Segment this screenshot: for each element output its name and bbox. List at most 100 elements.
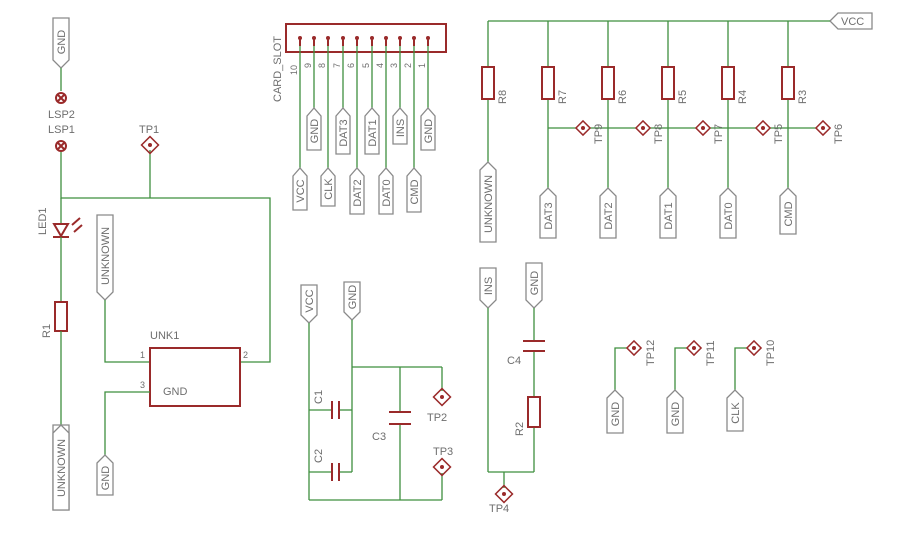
tp2-label: TP2 xyxy=(427,412,447,424)
unk1-chip: UNK1 1 2 3 GND xyxy=(140,330,248,407)
unk1-pin2: 2 xyxy=(243,350,248,360)
card-lower-labels: VCC CLK DAT2 DAT0 CMD xyxy=(292,167,422,215)
clk-label-tp10-text: CLK xyxy=(730,402,742,424)
gnd-label-unk xyxy=(96,454,114,496)
tp11-testpoint: TP11 xyxy=(685,339,717,366)
dat3-label-card-text: DAT3 xyxy=(338,119,350,146)
ins-label-card-text: INS xyxy=(395,119,407,137)
ins-label-card xyxy=(392,107,408,145)
dat1-label-bank xyxy=(659,187,677,239)
tp5-label: TP5 xyxy=(773,124,785,144)
cmd-label-bank-text: CMD xyxy=(783,201,795,226)
gnd-label-card-1-text: GND xyxy=(423,119,435,144)
led1: LED1 xyxy=(37,198,83,302)
tp1-testpoint: TP1 xyxy=(139,124,160,155)
ins-label-c4-text: INS xyxy=(483,277,495,295)
r7-label: R7 xyxy=(557,90,569,104)
r2-label: R2 xyxy=(514,422,526,436)
tp3-label: TP3 xyxy=(433,446,453,458)
gnd-label-top xyxy=(52,17,70,69)
card-slot-label: CARD_SLOT xyxy=(272,36,284,102)
dat3-label-card xyxy=(335,107,351,155)
tp10-label: TP10 xyxy=(765,340,777,366)
clk-label-tp10 xyxy=(726,389,744,432)
bank-labels: UNKNOWN DAT3 DAT2 DAT1 DAT0 CMD xyxy=(479,161,797,243)
vcc-label-cap xyxy=(300,284,318,324)
gnd-label-c4-text: GND xyxy=(529,271,541,296)
unknown-label-r8 xyxy=(479,161,497,243)
gnd-label-tp11 xyxy=(666,389,684,434)
tp9-label: TP9 xyxy=(593,124,605,144)
dat2-label-bank xyxy=(599,187,617,239)
dat1-label-card-text: DAT1 xyxy=(367,119,379,146)
tp9-testpoint: TP9 xyxy=(574,119,605,144)
r1-label: R1 xyxy=(41,324,53,338)
c1-capacitor: C1 xyxy=(313,390,340,419)
gnd-label-tp12 xyxy=(606,389,624,434)
led1-label: LED1 xyxy=(37,207,49,235)
dat2-label-card-text: DAT2 xyxy=(352,179,364,206)
r8-label: R8 xyxy=(497,90,509,104)
cmd-label-bank xyxy=(779,187,797,235)
dat0-label-card xyxy=(378,167,394,215)
unk1-pin1: 1 xyxy=(140,350,145,360)
vcc-label-card-text: VCC xyxy=(295,179,307,202)
unknown-label-unk-text: UNKNOWN xyxy=(100,227,112,285)
clk-label-card xyxy=(320,167,336,207)
c1-label: C1 xyxy=(313,390,325,404)
r6-resistor: R6 xyxy=(601,66,629,104)
unknown-label-left-text: UNKNOWN xyxy=(56,439,68,497)
tp1-label: TP1 xyxy=(139,124,159,136)
r2-resistor: R2 xyxy=(514,396,541,436)
r3-label: R3 xyxy=(797,90,809,104)
unknown-label-r8-text: UNKNOWN xyxy=(483,175,495,233)
tp6-testpoint: TP6 xyxy=(814,119,845,144)
card-pin-7: 7 xyxy=(332,63,342,68)
c2-label: C2 xyxy=(313,449,325,463)
r1-resistor: R1 xyxy=(41,301,68,425)
card-pin-10: 10 xyxy=(289,65,299,75)
r4-label: R4 xyxy=(737,90,749,104)
dat1-label-card xyxy=(364,107,380,155)
vcc-label-cap-text: VCC xyxy=(304,289,316,312)
dat2-label-bank-text: DAT2 xyxy=(603,202,615,229)
tp6-label: TP6 xyxy=(833,124,845,144)
cmd-label-card-text: CMD xyxy=(409,179,421,204)
cmd-label-card xyxy=(406,167,422,213)
gnd-label-unk-text: GND xyxy=(100,466,112,491)
lsp1-symbol xyxy=(55,140,67,152)
tp12-label: TP12 xyxy=(645,340,657,366)
c2-capacitor: C2 xyxy=(313,449,340,481)
lsp-section: GND LSP2 LSP1 xyxy=(48,17,271,363)
tp7-testpoint: TP7 xyxy=(694,119,725,144)
dat0-label-bank-text: DAT0 xyxy=(723,202,735,229)
c4-label: C4 xyxy=(507,355,521,367)
card-pin-5: 5 xyxy=(361,63,371,68)
card-upper-labels: GND DAT3 DAT1 INS GND xyxy=(306,107,436,155)
ins-label-c4 xyxy=(479,267,497,309)
card-pin-3: 3 xyxy=(389,63,399,68)
gnd-label-c4 xyxy=(525,262,543,309)
card-pin-6: 6 xyxy=(346,63,356,68)
gnd-label-top-text: GND xyxy=(56,30,68,55)
tp3-testpoint: TP3 xyxy=(432,446,453,477)
r6-label: R6 xyxy=(617,90,629,104)
vcc-label-card xyxy=(292,167,308,211)
card-pin-4: 4 xyxy=(375,63,385,68)
r5-label: R5 xyxy=(677,90,689,104)
r7-resistor: R7 xyxy=(541,66,569,104)
gnd-label-card-9 xyxy=(306,107,322,151)
r5-resistor: R5 xyxy=(661,66,689,104)
r4-resistor: R4 xyxy=(721,66,749,104)
tp5-testpoint: TP5 xyxy=(754,119,785,144)
dat0-label-card-text: DAT0 xyxy=(381,179,393,206)
tp7-label: TP7 xyxy=(713,124,725,144)
c3-label: C3 xyxy=(372,431,386,443)
tp12-testpoint: TP12 xyxy=(625,340,657,366)
card-pin-8: 8 xyxy=(317,63,327,68)
tp8-label: TP8 xyxy=(653,124,665,144)
tp11-label: TP11 xyxy=(705,341,717,366)
tp10-testpoint: TP10 xyxy=(745,340,777,366)
card-pin-1: 1 xyxy=(417,63,427,68)
